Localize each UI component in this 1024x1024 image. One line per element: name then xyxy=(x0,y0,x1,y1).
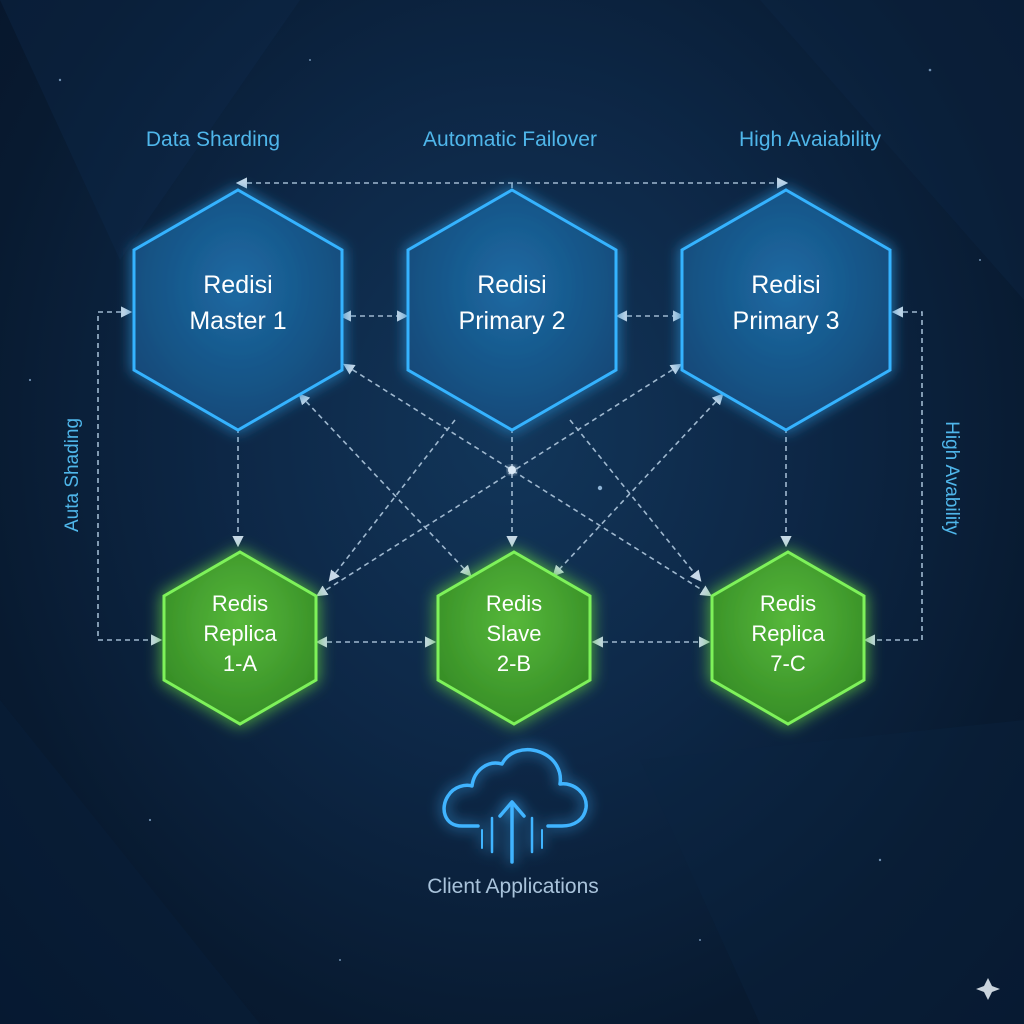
star xyxy=(699,939,701,941)
bg-facet xyxy=(0,700,260,1024)
replica-nodes: Redis Replica 1-A Redis Slave 2-B Redis … xyxy=(162,550,866,726)
star xyxy=(878,858,882,862)
master-node-1-label-line-1: Redisi xyxy=(203,271,272,299)
connector-m3-r2 xyxy=(552,393,724,577)
star xyxy=(339,959,341,961)
replica-node-3-label-line-3: 7-C xyxy=(770,651,806,676)
replica-node-1-label-line-1: Redis xyxy=(212,591,268,616)
cloud-upload-icon[interactable] xyxy=(442,747,588,864)
bg-facet xyxy=(760,0,1024,300)
connector-left-loop xyxy=(97,306,163,646)
mesh-center-glow xyxy=(508,466,516,474)
connector-m2-r1 xyxy=(328,419,456,582)
client-applications-label: Client Applications xyxy=(427,875,599,898)
master-node-1-label-line-2: Master 1 xyxy=(189,307,286,335)
star xyxy=(28,378,32,382)
replica-node-1-shape xyxy=(162,550,318,726)
sparkle-icon xyxy=(976,978,1000,1000)
replica-node-3[interactable]: Redis Replica 7-C xyxy=(710,550,866,726)
connector-right-loop xyxy=(863,306,923,646)
replica-node-1[interactable]: Redis Replica 1-A xyxy=(162,550,318,726)
replica-node-2-label-line-2: Slave xyxy=(486,621,541,646)
master-node-3[interactable]: Redisi Primary 3 xyxy=(680,188,892,432)
connector-m2-r3 xyxy=(569,419,702,582)
master-node-1-shape xyxy=(132,188,344,432)
master-node-1[interactable]: Redisi Master 1 xyxy=(132,188,344,432)
replica-node-1-label-line-3: 1-A xyxy=(223,651,258,676)
master-node-2[interactable]: Redisi Primary 2 xyxy=(406,188,618,432)
star xyxy=(58,78,62,82)
replica-node-2-label-line-3: 2-B xyxy=(497,651,531,676)
star xyxy=(148,818,152,822)
label-high-availability-top: High Avaiability xyxy=(739,128,882,151)
replica-node-3-label-line-1: Redis xyxy=(760,591,816,616)
replica-node-2-shape xyxy=(436,550,592,726)
master-node-2-label-line-1: Redisi xyxy=(477,271,546,299)
star xyxy=(597,485,603,491)
replica-node-3-shape xyxy=(710,550,866,726)
connectors xyxy=(97,177,923,648)
replica-node-3-label-line-2: Replica xyxy=(751,621,825,646)
master-node-3-label-line-1: Redisi xyxy=(751,271,820,299)
master-node-2-label-line-2: Primary 2 xyxy=(459,307,566,335)
replica-node-2[interactable]: Redis Slave 2-B xyxy=(436,550,592,726)
bg-facet xyxy=(640,720,1024,1024)
connector-m1-r2 xyxy=(298,393,472,577)
star xyxy=(928,68,932,72)
master-nodes: Redisi Master 1 Redisi Primary 2 Redisi … xyxy=(132,188,892,432)
master-node-3-label-line-2: Primary 3 xyxy=(733,307,840,335)
master-node-3-shape xyxy=(680,188,892,432)
star xyxy=(309,59,311,61)
bg-facet xyxy=(0,0,300,260)
label-right-side: High Avability xyxy=(941,421,962,535)
label-data-sharding: Data Sharding xyxy=(146,128,280,151)
cloud-outline xyxy=(442,747,588,828)
replica-node-1-label-line-2: Replica xyxy=(203,621,277,646)
label-left-side: Auta Shading xyxy=(62,418,83,532)
upload-arrow-head xyxy=(498,800,526,818)
label-automatic-failover: Automatic Failover xyxy=(423,128,597,151)
master-node-2-shape xyxy=(406,188,618,432)
star xyxy=(979,259,981,261)
replica-node-2-label-line-1: Redis xyxy=(486,591,542,616)
